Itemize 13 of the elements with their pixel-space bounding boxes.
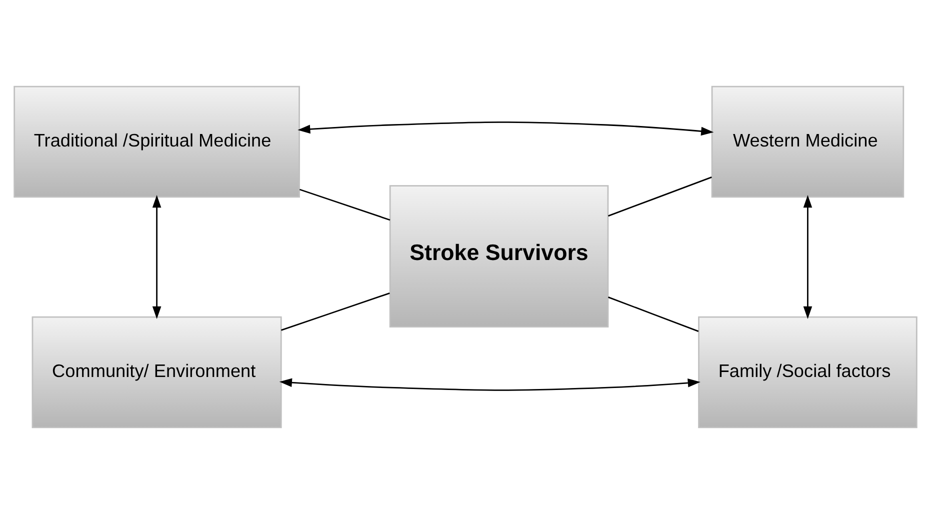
arrow — [152, 194, 162, 318]
arrow — [298, 120, 714, 136]
connector — [281, 292, 390, 330]
connector — [299, 188, 390, 220]
node-box: Family /Social factors — [698, 316, 918, 428]
arrow — [279, 378, 700, 390]
connector — [608, 176, 712, 216]
node-box: Traditional /Spiritual Medicine — [14, 85, 300, 198]
node-box: Western Medicine — [711, 85, 904, 198]
node-box: Stroke Survivors — [389, 184, 609, 328]
node-box: Community/ Environment — [32, 316, 282, 428]
connector — [608, 296, 699, 332]
arrow — [803, 194, 812, 318]
